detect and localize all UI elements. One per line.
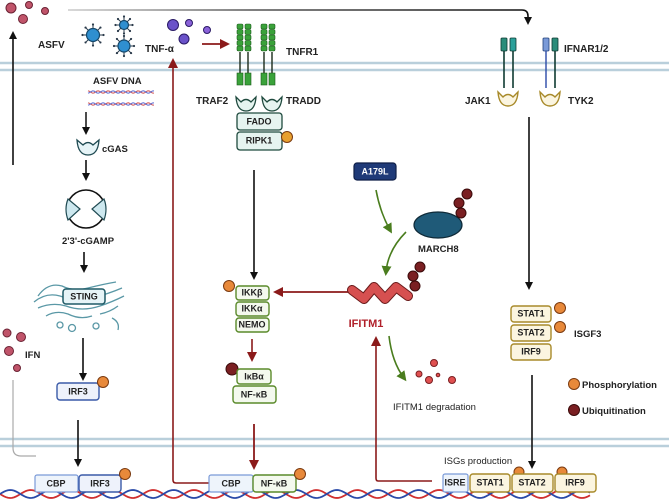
phosphorylation-marker bbox=[281, 131, 293, 143]
ikkb-label: IKKβ bbox=[242, 287, 263, 297]
ifnar-label: IFNAR1/2 bbox=[564, 44, 609, 55]
traf2-label: TRAF2 bbox=[196, 96, 229, 107]
cgamp-label: 2'3'-cGAMP bbox=[62, 236, 115, 247]
isgf3-label: ISGF3 bbox=[574, 329, 601, 340]
phosphorylation-marker bbox=[119, 468, 131, 480]
ifitm1-protein bbox=[347, 261, 426, 304]
ubiquitination-marker bbox=[455, 207, 467, 219]
asfv-dna-strands bbox=[87, 90, 155, 106]
ifn-nucleus-line bbox=[12, 380, 36, 457]
nuclear-nfkb-complex: CBP NF-κB bbox=[208, 468, 306, 493]
phosphorylation-marker bbox=[97, 376, 109, 388]
svg-text:STING: STING bbox=[70, 291, 98, 301]
ifitm1-degradation-label: IFITM1 degradation bbox=[393, 402, 476, 413]
ubiquitination-marker bbox=[225, 362, 239, 376]
irf3-box: IRF3 bbox=[56, 376, 109, 401]
cbp-label: CBP bbox=[221, 478, 240, 488]
degraded-fragments bbox=[415, 359, 456, 384]
ifn-label: IFN bbox=[25, 350, 40, 361]
isre-label: ISRE bbox=[444, 477, 465, 487]
ikba-label: IκBα bbox=[244, 371, 264, 381]
legend: Phosphorylation Ubiquitination bbox=[568, 378, 657, 417]
stat1-label: STAT1 bbox=[517, 308, 544, 318]
irf9-nuclear-label: IRF9 bbox=[565, 477, 585, 487]
cbp-label: CBP bbox=[46, 478, 65, 488]
ubiquitination-marker bbox=[461, 188, 473, 200]
isgf3-complex: STAT1 STAT2 IRF9 bbox=[510, 302, 566, 361]
ikba-nfkb-complex: IκBα NF-κB bbox=[225, 362, 277, 404]
tnfr1-receptor bbox=[236, 23, 276, 86]
march8-to-ifitm1-arrow bbox=[381, 231, 407, 276]
asfv-dna-label: ASFV DNA bbox=[93, 76, 142, 87]
tnf-alpha-molecules bbox=[167, 19, 211, 45]
ubiquitination-marker bbox=[409, 280, 421, 292]
jak1-label: JAK1 bbox=[465, 96, 491, 107]
ubiquitination-marker bbox=[453, 197, 465, 209]
march8-protein bbox=[413, 188, 473, 239]
tnfr1-label: TNFR1 bbox=[286, 47, 319, 58]
ifn-molecules-intracellular bbox=[2, 328, 26, 372]
plasma-membrane bbox=[0, 61, 669, 72]
ifitm1-degradation-arrow bbox=[388, 335, 407, 382]
stat1-nuclear-label: STAT1 bbox=[476, 477, 503, 487]
nemo-label: NEMO bbox=[239, 319, 266, 329]
a179l-to-march8-arrow bbox=[375, 189, 392, 234]
phosphorylation-marker bbox=[554, 321, 566, 333]
cgas-icon bbox=[76, 138, 100, 156]
isgs-to-ifitm1-arrow bbox=[371, 336, 432, 482]
phosphorylation-marker bbox=[294, 468, 306, 480]
jak1-tyk2-icons bbox=[497, 90, 561, 107]
nuclear-irf3-complex: CBP IRF3 bbox=[34, 468, 131, 493]
stat2-nuclear-label: STAT2 bbox=[518, 477, 545, 487]
ripk1-box: RIPK1 bbox=[236, 131, 293, 151]
sting-box: STING bbox=[62, 288, 106, 305]
svg-text:IRF3: IRF3 bbox=[68, 386, 88, 396]
tnf-alpha-label: TNF-α bbox=[145, 44, 175, 55]
ifn-molecules-extracellular bbox=[5, 1, 49, 24]
nuclear-membrane bbox=[0, 437, 669, 448]
nfkb-label: NF-κB bbox=[241, 389, 268, 399]
phosphorylation-marker bbox=[554, 302, 566, 314]
a179l-box: A179L bbox=[353, 162, 397, 181]
phosphorylation-marker bbox=[223, 280, 235, 292]
ifnar-receptor bbox=[500, 37, 559, 88]
cgamp-icon bbox=[65, 189, 107, 229]
svg-text:Phosphorylation: Phosphorylation bbox=[582, 380, 657, 391]
asfv-virion-icon bbox=[81, 23, 105, 47]
svg-text:A179L: A179L bbox=[361, 166, 389, 176]
cgas-label: cGAS bbox=[102, 144, 128, 155]
fado-box: FADO bbox=[236, 112, 283, 131]
dna-strand-red bbox=[0, 489, 591, 499]
irf9-label: IRF9 bbox=[521, 346, 541, 356]
legend-item-phosphorylation: Phosphorylation bbox=[568, 378, 657, 391]
svg-text:Ubiquitination: Ubiquitination bbox=[582, 406, 646, 417]
ubiquitination-marker bbox=[414, 261, 426, 273]
ifn-to-ifnar-arrow bbox=[68, 9, 532, 25]
tyk2-label: TYK2 bbox=[568, 96, 594, 107]
traf2-tradd-icons bbox=[235, 95, 283, 112]
nfkb-nuclear-label: NF-κB bbox=[261, 478, 288, 488]
ifitm1-label: IFITM1 bbox=[349, 318, 384, 330]
asfv-virions bbox=[81, 15, 136, 58]
march8-label: MARCH8 bbox=[418, 244, 459, 255]
tradd-label: TRADD bbox=[286, 96, 321, 107]
asfv-virion-icon bbox=[112, 34, 136, 58]
isgs-production-label: ISGs production bbox=[444, 456, 512, 467]
nfkb-to-tnf-arrow bbox=[168, 58, 218, 484]
irf3-nuclear-label: IRF3 bbox=[90, 478, 110, 488]
asfv-label: ASFV bbox=[38, 40, 65, 51]
ikka-label: IKKα bbox=[241, 303, 262, 313]
legend-item-ubiquitination: Ubiquitination bbox=[568, 404, 646, 417]
svg-text:FADO: FADO bbox=[246, 116, 271, 126]
nuclear-isre-complex: ISRE STAT1 STAT2 IRF9 bbox=[442, 466, 597, 493]
svg-text:RIPK1: RIPK1 bbox=[246, 135, 273, 145]
ubiquitination-marker bbox=[407, 270, 419, 282]
asfv-virion-icon bbox=[114, 15, 134, 35]
stat2-label: STAT2 bbox=[517, 327, 544, 337]
ikk-complex: IKKβ IKKα NEMO bbox=[223, 280, 270, 333]
